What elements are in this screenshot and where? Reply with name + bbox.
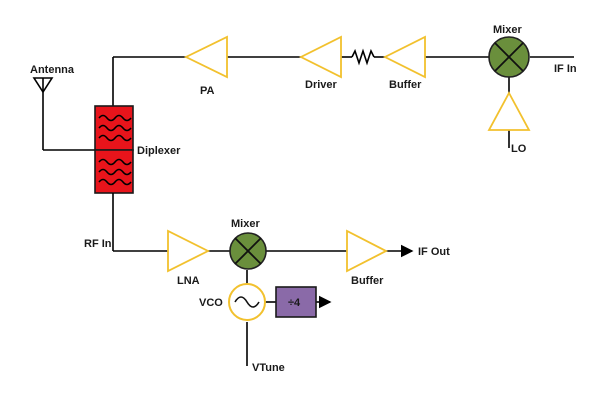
lna-label: LNA <box>177 275 200 287</box>
pa-amplifier: PA <box>183 35 228 97</box>
tx-mixer: Mixer <box>488 24 530 78</box>
if-in-label: IF In <box>554 63 577 75</box>
divider-block: ÷4 <box>275 286 317 318</box>
sine-oscillator-icon <box>228 283 266 321</box>
triangle-amplifier-icon <box>183 35 228 79</box>
tx-wires <box>112 56 574 148</box>
if-out-label: IF Out <box>418 246 450 258</box>
rx-mixer: Mixer <box>229 218 267 270</box>
triangle-amplifier-icon <box>346 229 388 273</box>
antenna-label: Antenna <box>30 64 75 76</box>
triangle-amplifier-icon <box>167 229 211 273</box>
diplexer-label: Diplexer <box>137 145 181 157</box>
vco: VCO <box>199 283 266 321</box>
tx-buffer-label: Buffer <box>389 79 422 91</box>
tx-buffer-amplifier: Buffer <box>382 35 426 91</box>
diplexer: Diplexer <box>94 105 181 194</box>
antenna-icon <box>32 77 95 151</box>
lo-label: LO <box>511 143 527 155</box>
mixer-cross-icon <box>488 36 530 78</box>
tx-mixer-label: Mixer <box>493 24 522 36</box>
resistor-icon <box>351 48 375 66</box>
divider-label: ÷4 <box>288 297 301 309</box>
triangle-amplifier-icon <box>487 91 531 131</box>
filter-wave-icon <box>98 114 132 186</box>
antenna: Antenna <box>30 64 95 151</box>
lna-amplifier: LNA <box>167 229 211 287</box>
driver-amplifier: Driver <box>298 35 342 91</box>
pa-label: PA <box>200 85 215 97</box>
vtune-label: VTune <box>252 362 285 374</box>
mixer-cross-icon <box>229 232 267 270</box>
rx-buffer-label: Buffer <box>351 275 384 287</box>
vco-label: VCO <box>199 297 223 309</box>
driver-label: Driver <box>305 79 338 91</box>
rf-in-label: RF In <box>84 238 112 250</box>
lo-amplifier: LO <box>487 91 531 155</box>
rx-mixer-label: Mixer <box>231 218 260 230</box>
rx-buffer-amplifier: Buffer <box>346 229 388 287</box>
triangle-amplifier-icon <box>298 35 342 79</box>
triangle-amplifier-icon <box>382 35 426 79</box>
rx-wires <box>112 193 414 366</box>
